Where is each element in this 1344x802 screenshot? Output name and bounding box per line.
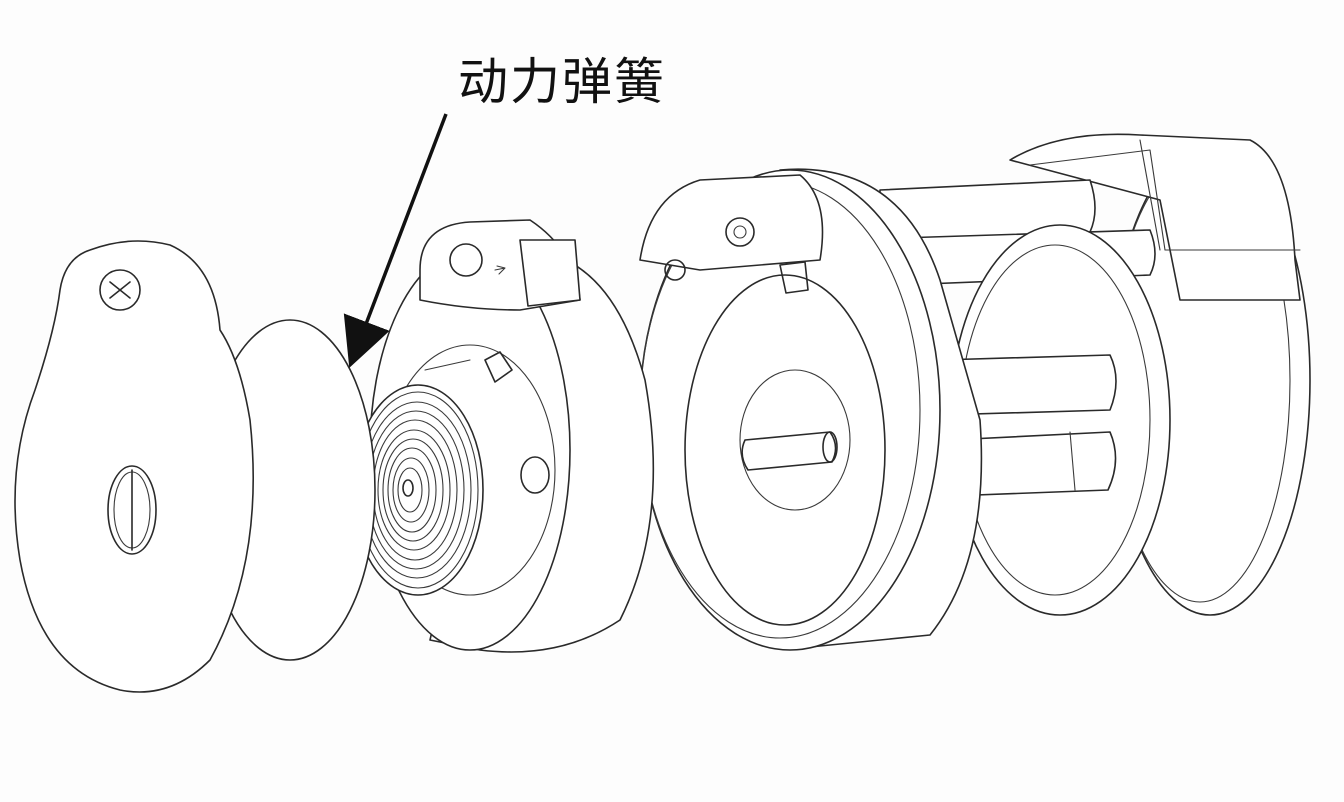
right-bracket-assembly (879, 133, 1311, 616)
front-housing (639, 168, 983, 651)
power-spring (352, 384, 484, 596)
front-cover-plate (14, 240, 376, 693)
callout-arrow (343, 113, 448, 368)
callout-label: 动力弹簧 (458, 53, 666, 111)
